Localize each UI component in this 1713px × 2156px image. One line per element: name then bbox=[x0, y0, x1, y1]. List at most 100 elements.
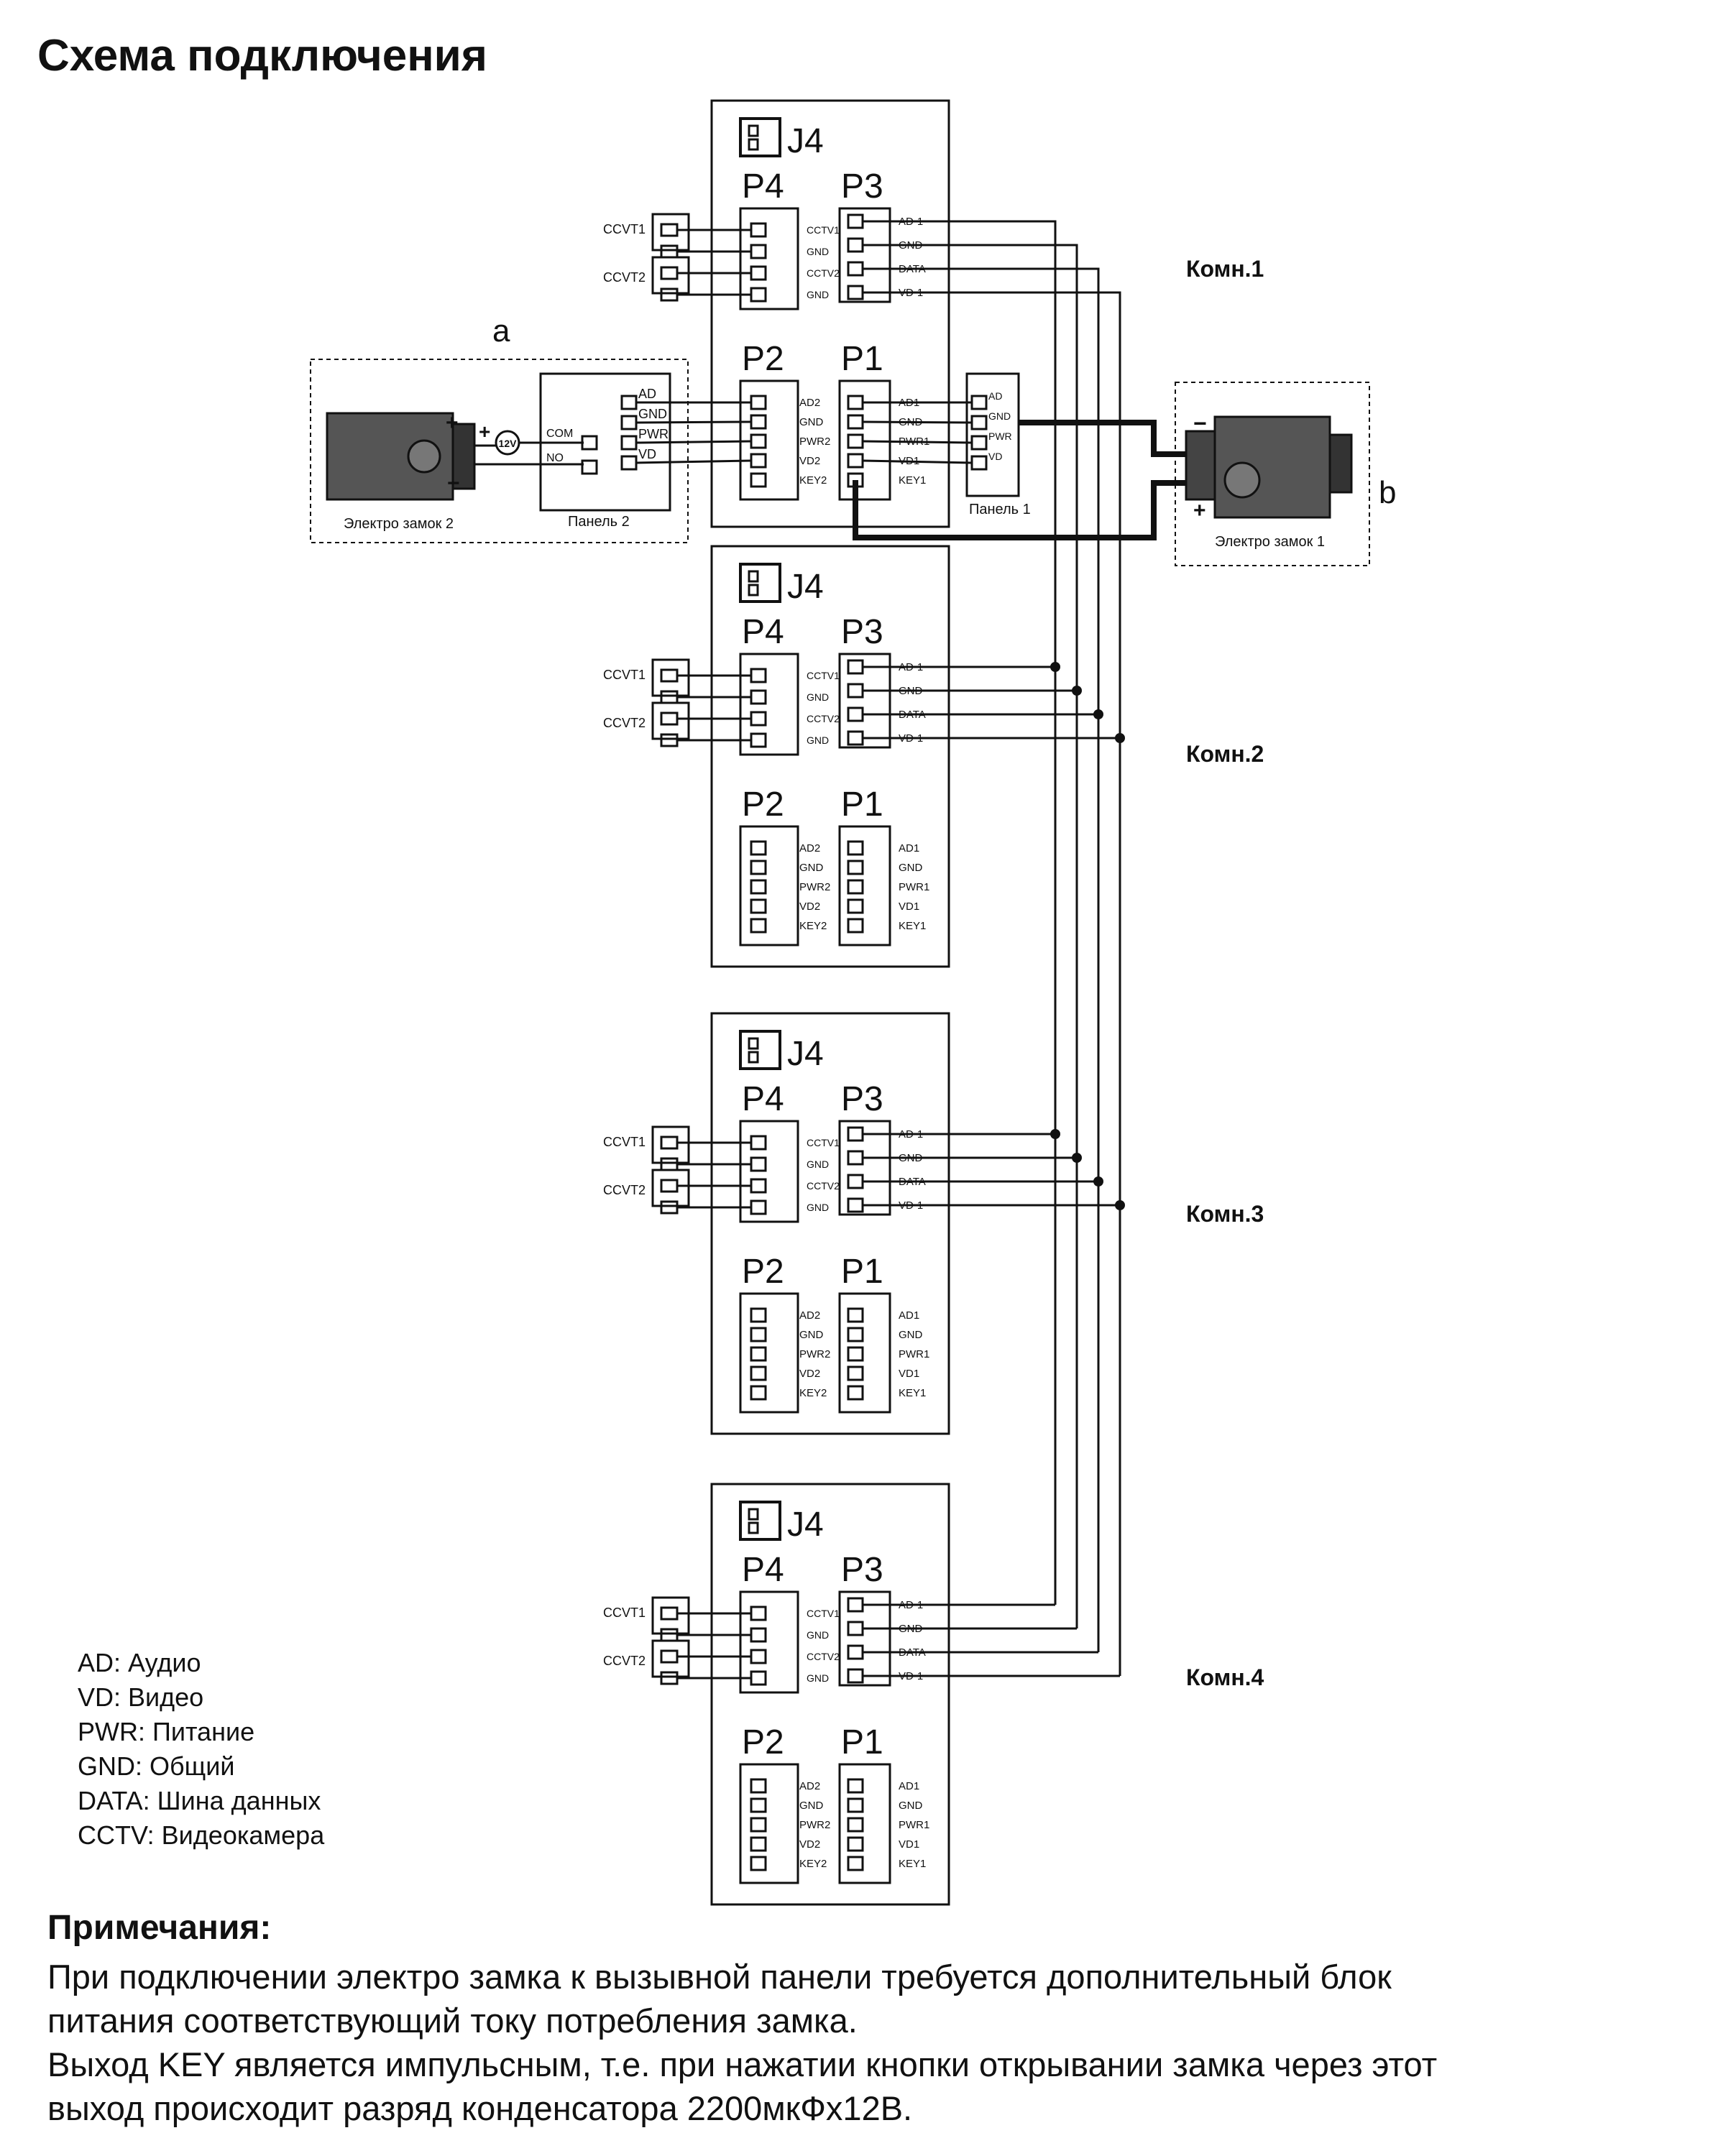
p2-pin-label: GND bbox=[799, 1800, 824, 1812]
note-line: При подключении электро замка к вызывной… bbox=[47, 1958, 1392, 1996]
panel-2-label: Панель 2 bbox=[568, 514, 630, 530]
p1-pin bbox=[847, 1817, 864, 1833]
p1-label: P1 bbox=[841, 340, 883, 378]
p1-pin bbox=[847, 1856, 864, 1871]
panel-1-label: Панель 1 bbox=[969, 502, 1031, 517]
panel-2-pin-label: VD bbox=[638, 447, 656, 461]
p2-pin bbox=[750, 1365, 767, 1381]
p1-pin bbox=[847, 1327, 864, 1342]
p2-pin bbox=[750, 1817, 767, 1833]
camera-connector-1 bbox=[651, 658, 690, 697]
p2-pin bbox=[750, 433, 767, 449]
p3-pin bbox=[847, 285, 864, 300]
p1-pin bbox=[847, 433, 864, 449]
lock-2-minus: − bbox=[447, 471, 460, 495]
p1-pin bbox=[847, 395, 864, 410]
p1-pin-label: GND bbox=[899, 862, 923, 874]
bus-junction bbox=[1115, 733, 1125, 743]
p2-pin-label: GND bbox=[799, 862, 824, 874]
p3-pin bbox=[847, 261, 864, 277]
p4-pin bbox=[750, 265, 767, 281]
group-a-frame bbox=[310, 359, 689, 543]
p1-pin bbox=[847, 1365, 864, 1381]
camera-label-1: CCVT1 bbox=[603, 1135, 646, 1149]
unit-board bbox=[710, 99, 950, 528]
p4-pin-label: GND bbox=[807, 289, 829, 300]
p2-pin-label: KEY2 bbox=[799, 1858, 827, 1870]
panel-1-pin bbox=[970, 435, 988, 451]
j4-pin bbox=[748, 1051, 759, 1064]
p1-pin bbox=[847, 879, 864, 895]
camera-pin bbox=[660, 1200, 679, 1215]
p2-pin bbox=[750, 918, 767, 934]
p2-pin bbox=[750, 1856, 767, 1871]
lock-2-label: Электро замок 2 bbox=[344, 516, 454, 532]
p1-pin-label: PWR1 bbox=[899, 881, 929, 893]
relay-pin-label: COM bbox=[546, 428, 573, 440]
p2-pin-label: VD2 bbox=[799, 900, 820, 913]
p4-pin bbox=[750, 1627, 767, 1643]
panel-2-pin-label: GND bbox=[638, 407, 667, 421]
panel-1-pin-label: GND bbox=[988, 410, 1011, 422]
camera-pin bbox=[660, 1135, 679, 1150]
p1-pin-label: VD1 bbox=[899, 1838, 919, 1851]
p2-pin bbox=[750, 472, 767, 488]
p2-connector bbox=[739, 379, 799, 501]
panel-1-pin bbox=[970, 415, 988, 430]
p4-pin-label: CCTV2 bbox=[807, 1651, 840, 1662]
bus-wire bbox=[863, 291, 1121, 1676]
lock-2-cylinder bbox=[407, 439, 441, 474]
p2-pin-label: GND bbox=[799, 416, 824, 428]
camera-pin bbox=[660, 1649, 679, 1664]
relay-pin bbox=[581, 435, 598, 451]
camera-label-2: CCVT2 bbox=[603, 1183, 646, 1197]
p2-label: P2 bbox=[742, 786, 784, 824]
panel-2-wire bbox=[635, 420, 752, 424]
p2-pin-label: PWR2 bbox=[799, 1819, 830, 1831]
page-title: Схема подключения bbox=[37, 31, 487, 80]
lock-1-key-wire bbox=[853, 480, 1186, 540]
p3-label: P3 bbox=[841, 1551, 883, 1589]
p3-pin bbox=[847, 706, 864, 722]
p4-pin bbox=[750, 732, 767, 748]
j4-label: J4 bbox=[787, 1035, 824, 1073]
p2-pin-label: VD2 bbox=[799, 1368, 820, 1380]
p2-pin bbox=[750, 1307, 767, 1323]
panel-1-pin bbox=[970, 455, 988, 471]
j4-pin bbox=[748, 570, 759, 583]
lock-1-plate-2 bbox=[1328, 433, 1353, 494]
p2-pin-label: PWR2 bbox=[799, 1348, 830, 1360]
p4-pin bbox=[750, 711, 767, 727]
camera-connector-1 bbox=[651, 1596, 690, 1635]
p2-label: P2 bbox=[742, 340, 784, 378]
p4-pin-label: GND bbox=[807, 1202, 829, 1213]
p1-pin-label: KEY1 bbox=[899, 474, 926, 487]
j4-jumper bbox=[739, 563, 781, 603]
p2-pin bbox=[750, 898, 767, 914]
p1-connector bbox=[838, 1763, 891, 1884]
lock-2-body bbox=[326, 412, 454, 501]
camera-connector-1 bbox=[651, 1125, 690, 1164]
p3-pin bbox=[847, 1174, 864, 1189]
panel-1-wire bbox=[862, 459, 973, 464]
p1-pin-label: KEY1 bbox=[899, 1858, 926, 1870]
p1-label: P1 bbox=[841, 1253, 883, 1291]
p2-pin bbox=[750, 1346, 767, 1362]
lock-1-power-wire bbox=[1019, 420, 1186, 457]
p4-pin-label: GND bbox=[807, 734, 829, 746]
j4-pin bbox=[748, 1521, 759, 1534]
j4-pin bbox=[748, 584, 759, 596]
bus-junction bbox=[1050, 662, 1060, 672]
p1-pin bbox=[847, 1346, 864, 1362]
panel-2-pin-label: AD bbox=[638, 387, 656, 401]
legend-item-gnd: GND: Общий bbox=[78, 1751, 235, 1781]
j4-pin bbox=[748, 1508, 759, 1521]
panel-1-wire bbox=[862, 420, 973, 424]
lock-2-plus: + bbox=[446, 411, 459, 435]
p4-label: P4 bbox=[742, 1551, 784, 1589]
j4-jumper bbox=[739, 1501, 781, 1541]
p3-pin bbox=[847, 683, 864, 699]
